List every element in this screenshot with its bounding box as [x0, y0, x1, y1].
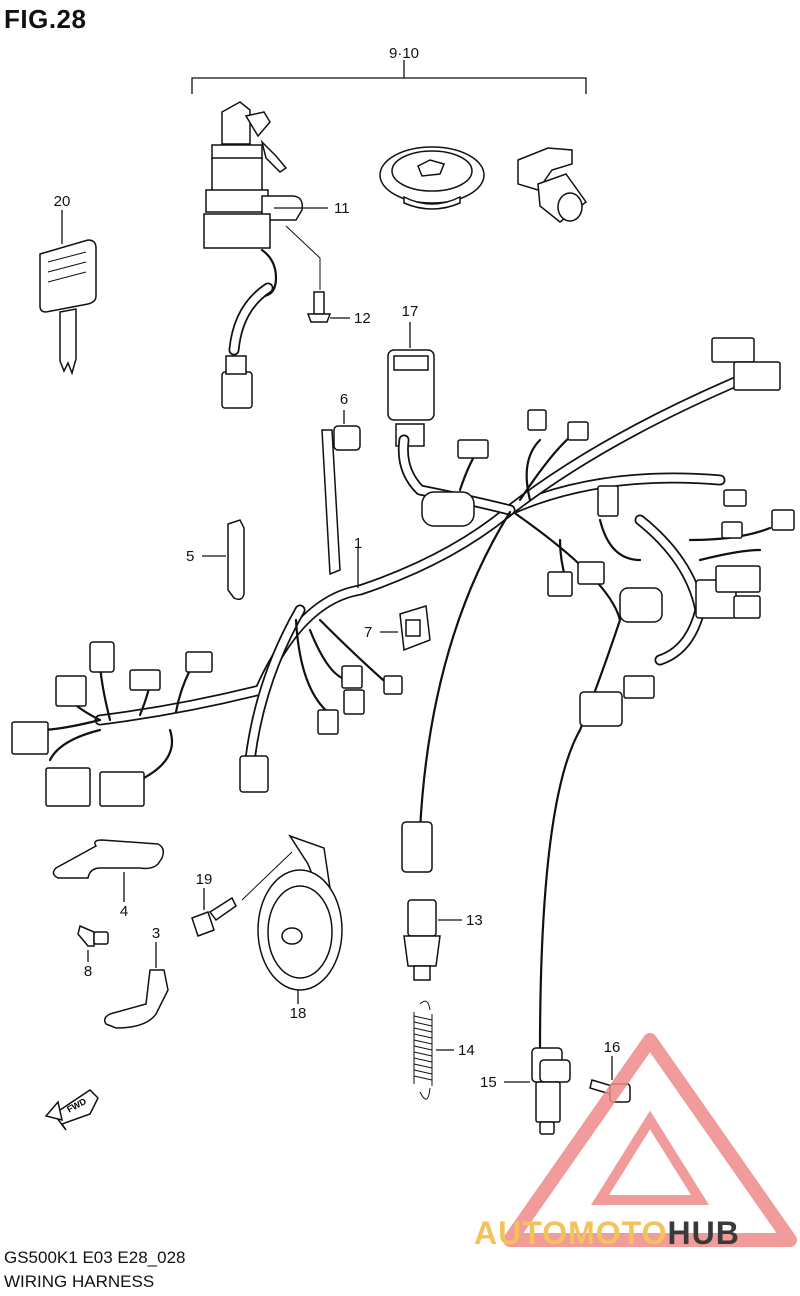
callout-1: 1: [354, 535, 362, 552]
callout-14: 14: [458, 1042, 475, 1059]
spring-14-part: 14: [413, 1000, 475, 1100]
clamp-6-part: 6: [321, 391, 361, 576]
callout-16: 16: [604, 1039, 621, 1056]
callout-3: 3: [152, 925, 160, 942]
figure-name-caption: WIRING HARNESS: [4, 1272, 155, 1291]
callout-17: 17: [402, 303, 419, 320]
watermark-part2: HUB: [667, 1215, 739, 1251]
screw-12-part: 12: [306, 291, 371, 327]
clamp-4-part: 4: [52, 839, 165, 920]
callout-19: 19: [196, 871, 213, 888]
switch-13-part: 13: [403, 899, 483, 981]
callout-6: 6: [340, 391, 348, 408]
callout-8: 8: [84, 963, 92, 980]
callout-15: 15: [480, 1074, 497, 1091]
callout-13: 13: [466, 912, 483, 929]
horn-18-part: 18: [241, 834, 343, 1022]
callout-18: 18: [290, 1005, 307, 1022]
seat-lock-part: [517, 147, 588, 223]
ignition-switch-part: 11: [203, 101, 350, 409]
callout-20: 20: [54, 193, 71, 210]
watermark-logo-icon: [503, 1033, 797, 1247]
figure-title: FIG.28: [4, 4, 87, 34]
clamp-5-part: 5: [186, 519, 245, 601]
bolt-8-part: 8: [77, 924, 109, 980]
relay-17-part: 17: [387, 303, 435, 447]
main-harness-part: 1: [11, 337, 795, 1052]
callout-12: 12: [354, 310, 371, 327]
callout-5: 5: [186, 548, 194, 565]
key-blank-20-part: 20: [39, 193, 97, 376]
fwd-arrow-icon: FWD: [44, 1089, 99, 1131]
watermark-text: AUTOMOTOHUB: [474, 1215, 740, 1251]
clamp-3-part: 3: [103, 925, 169, 1029]
bracket-7-part: 7: [364, 605, 431, 652]
model-code-caption: GS500K1 E03 E28_028: [4, 1248, 186, 1267]
sidestand-switch-15-part: 15: [480, 1047, 571, 1135]
callout-7: 7: [364, 624, 372, 641]
callout-4: 4: [120, 903, 128, 920]
callout-11: 11: [334, 200, 350, 217]
callout-9-10: 9·10: [389, 45, 419, 62]
fuel-cap-part: [379, 146, 485, 210]
bracket-9-10: 9·10: [191, 45, 587, 94]
watermark-part1: AUTOMOTO: [474, 1215, 667, 1251]
bolt-19-part: 19: [191, 871, 237, 937]
